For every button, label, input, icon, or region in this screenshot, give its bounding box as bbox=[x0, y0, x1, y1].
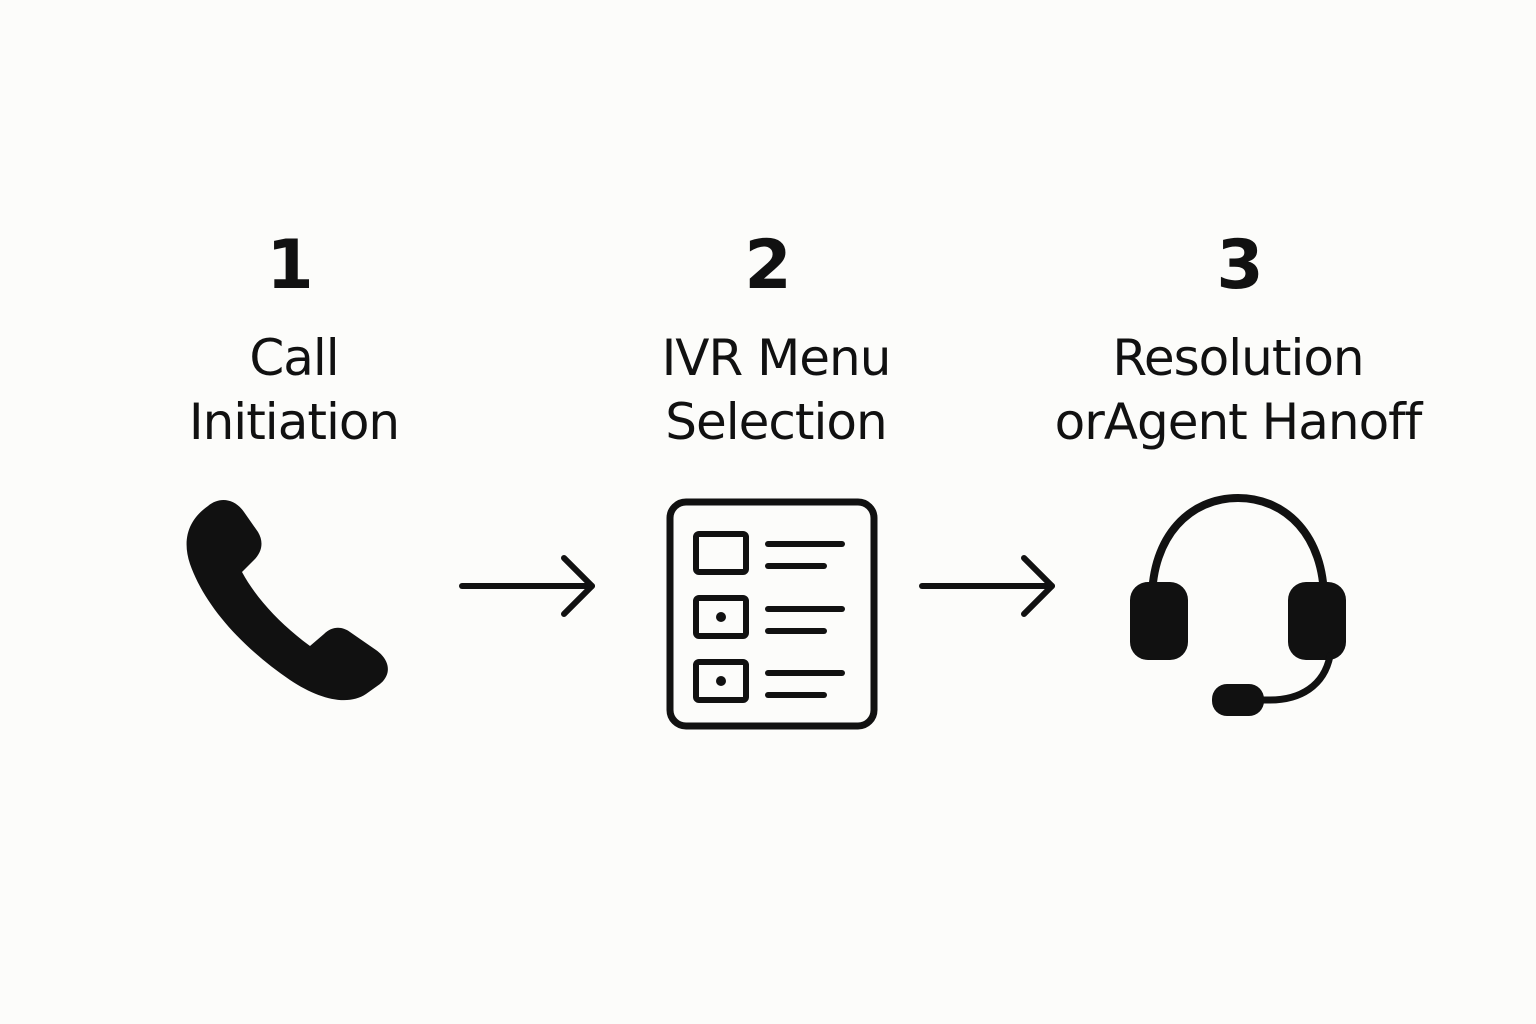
arrow-right-icon bbox=[919, 555, 1055, 617]
step-number-3: 3 bbox=[1216, 226, 1264, 305]
step-label-2-line-2: Selection bbox=[665, 393, 887, 451]
step-label-3: Resolution orAgent Hanoff bbox=[1018, 326, 1458, 454]
step-label-2-line-1: IVR Menu bbox=[661, 329, 892, 387]
step-label-1: Call Initiation bbox=[74, 326, 514, 454]
headset-icon bbox=[1130, 493, 1346, 716]
step-label-1-line-1: Call bbox=[249, 329, 339, 387]
phone-icon bbox=[186, 500, 388, 701]
step-label-3-line-2: orAgent Hanoff bbox=[1054, 393, 1423, 451]
step-label-3-line-1: Resolution bbox=[1112, 329, 1364, 387]
step-number-2: 2 bbox=[744, 226, 792, 305]
arrow-right-icon bbox=[459, 555, 595, 617]
step-label-1-line-2: Initiation bbox=[188, 393, 400, 451]
step-label-2: IVR Menu Selection bbox=[556, 326, 996, 454]
step-number-1: 1 bbox=[266, 226, 314, 305]
menu-list-icon bbox=[666, 498, 878, 730]
